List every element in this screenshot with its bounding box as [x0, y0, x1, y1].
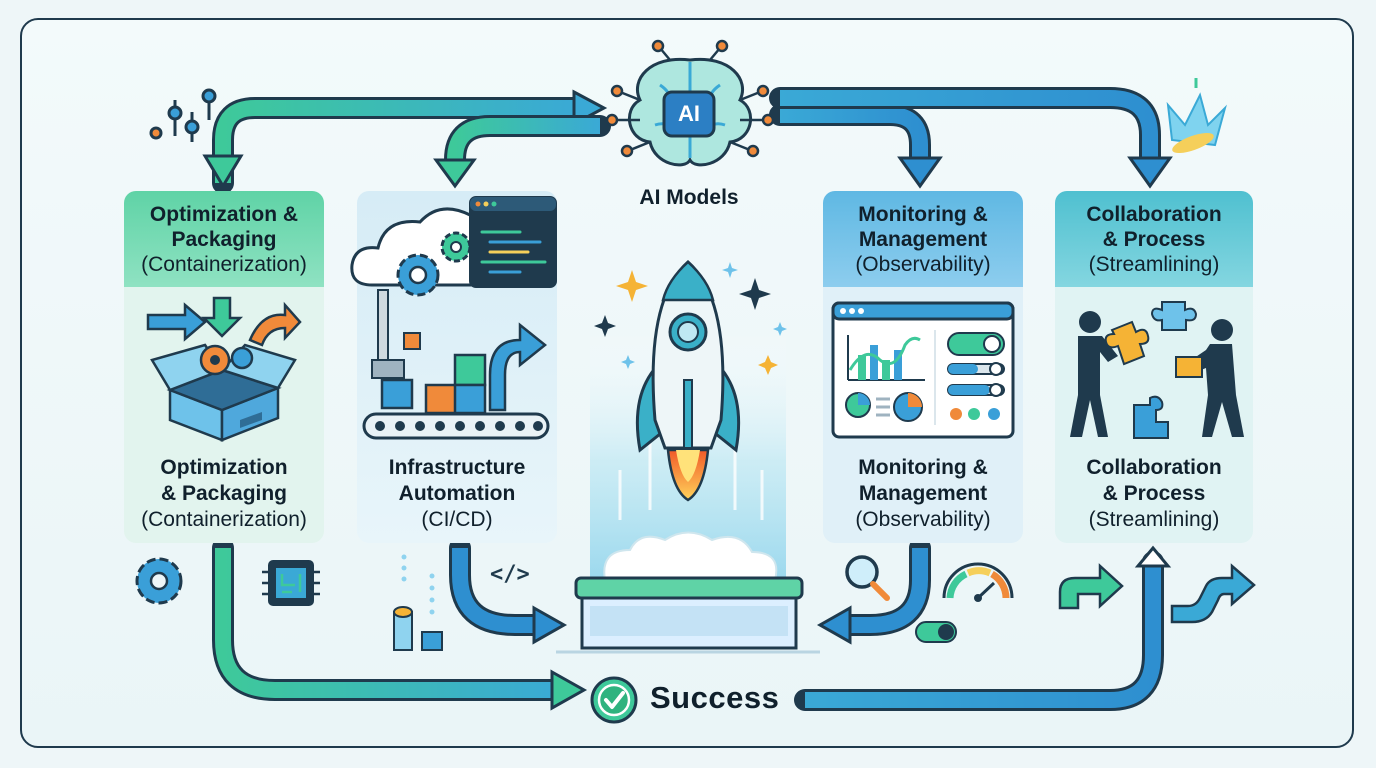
check-icon — [590, 676, 638, 724]
panel-title-line1: Collaboration — [1086, 202, 1222, 226]
panel-caption-line2: & Packaging — [160, 482, 288, 505]
panel-title-line2: Packaging — [171, 227, 277, 251]
ai-models-label: AI Models — [639, 186, 739, 209]
panel-caption: Infrastructure Automation (CI/CD) — [357, 455, 557, 533]
panel-caption: Optimization & Packaging (Containerizati… — [124, 455, 324, 533]
toggle-icon — [915, 621, 957, 643]
collaboration-process-panel: Collaboration & Process (Streamlining) C… — [1055, 191, 1253, 543]
panel-title-line1: Optimization & — [149, 202, 299, 226]
flow-arrow-to-success-left — [212, 537, 588, 711]
data-cylinder-icon — [393, 554, 443, 651]
panel-title-sub: (Containerization) — [141, 252, 307, 276]
flow-arrow-success-to-collaboration — [794, 545, 1172, 711]
panel-caption-sub: (Containerization) — [141, 508, 307, 531]
panel-title-line1: Monitoring & — [858, 202, 988, 226]
panel-caption-sub: (Observability) — [855, 508, 991, 531]
magnifier-icon — [845, 555, 890, 601]
panel-caption-sub: (CI/CD) — [421, 508, 493, 531]
panel-title-sub: (Streamlining) — [1088, 252, 1220, 276]
panel-caption-sub: (Streamlining) — [1088, 508, 1220, 531]
sparkle-icon — [594, 262, 787, 375]
panel-caption-line2: & Process — [1102, 482, 1206, 505]
monitoring-management-panel: Monitoring & Management (Observability) … — [823, 191, 1023, 543]
flow-arrow-ai-to-monitoring — [769, 104, 943, 189]
ai-chip-icon — [662, 90, 716, 138]
launch-pad — [556, 531, 820, 654]
flow-arrow-ai-to-collaboration — [769, 87, 1173, 189]
rocket-icon — [635, 259, 741, 502]
panel-caption-line2: Automation — [398, 482, 516, 505]
panel-title-line2: Management — [858, 227, 988, 251]
crown-icon — [1166, 78, 1227, 153]
flow-arrow-monitoring-to-launch — [816, 537, 931, 645]
panel-title-line2: & Process — [1102, 227, 1206, 251]
panel-caption-line1: Optimization — [160, 456, 288, 479]
panel-caption: Collaboration & Process (Streamlining) — [1055, 455, 1253, 533]
gear-icon — [135, 557, 183, 605]
panel-caption-line1: Infrastructure — [388, 456, 526, 479]
panel-caption-line1: Collaboration — [1086, 456, 1222, 479]
panel-header: Collaboration & Process (Streamlining) — [1055, 191, 1253, 287]
circuit-chip-icon — [262, 560, 320, 606]
panel-header: Optimization & Packaging (Containerizati… — [124, 191, 324, 287]
optimization-packaging-panel: Optimization & Packaging (Containerizati… — [124, 191, 324, 543]
slider-dots-icon — [149, 88, 217, 142]
panel-header: Monitoring & Management (Observability) — [823, 191, 1023, 287]
panel-title-sub: (Observability) — [855, 252, 991, 276]
flow-arrow-infra-to-launch — [449, 537, 568, 645]
panel-caption-line2: Management — [858, 482, 988, 505]
loop-arrow-icon — [1058, 563, 1256, 624]
ai-chip-label: AI — [678, 101, 700, 126]
panel-caption-line1: Monitoring & — [858, 456, 988, 479]
gauge-icon — [942, 562, 1014, 602]
success-label: Success — [650, 680, 780, 715]
flow-arrow-ai-to-infra — [433, 115, 611, 189]
code-tag-icon: </> — [490, 562, 530, 587]
infrastructure-automation-panel: Infrastructure Automation (CI/CD) — [357, 191, 557, 543]
flow-arrow-top-left — [202, 89, 608, 194]
panel-caption: Monitoring & Management (Observability) — [823, 455, 1023, 533]
